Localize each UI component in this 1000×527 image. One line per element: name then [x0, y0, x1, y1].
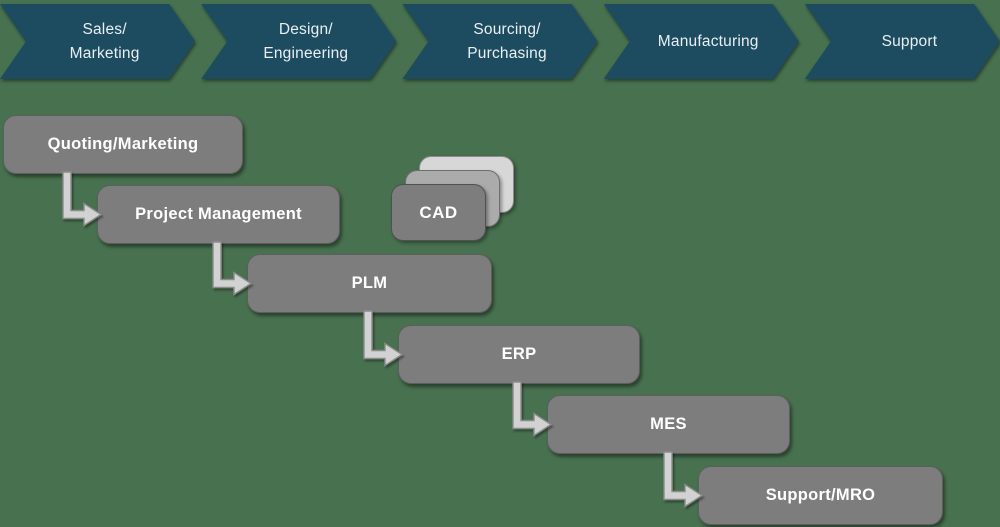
cad-card-front: CAD	[391, 184, 486, 241]
node-mes: MES	[547, 395, 790, 454]
node-label: MES	[650, 415, 687, 433]
node-project-management: Project Management	[97, 185, 340, 244]
stage-label-line: Sales/	[82, 21, 127, 39]
node-label: PLM	[351, 274, 388, 292]
stage-chevron-support: Support	[805, 4, 1000, 79]
node-label: Support/MRO	[765, 486, 876, 504]
node-erp: ERP	[398, 325, 640, 384]
connector-arrow	[212, 241, 253, 296]
node-plm: PLM	[247, 254, 492, 313]
stage-label-line: Sourcing/	[473, 21, 541, 39]
connector-arrow	[512, 381, 553, 437]
node-label: Quoting/Marketing	[47, 135, 199, 153]
node-label: ERP	[501, 345, 537, 363]
stage-label-line: Support	[881, 32, 938, 50]
stage-label-line: Marketing	[69, 44, 140, 62]
lifecycle-stage-banner: Sales/ Marketing Design/ Engineering Sou…	[0, 4, 1000, 79]
stage-label-line: Design/	[278, 21, 333, 39]
connector-arrow	[363, 310, 404, 367]
node-quoting-marketing: Quoting/Marketing	[3, 115, 243, 174]
stage-chevron-sourcing-purchasing: Sourcing/ Purchasing	[402, 4, 597, 79]
stage-chevron-manufacturing: Manufacturing	[604, 4, 799, 79]
stage-label-line: Engineering	[263, 44, 349, 62]
cad-card-label: CAD	[419, 202, 458, 222]
stage-chevron-sales-marketing: Sales/ Marketing	[0, 4, 195, 79]
node-support-mro: Support/MRO	[698, 466, 943, 525]
connector-arrow	[62, 171, 103, 227]
node-label: Project Management	[135, 205, 302, 223]
stage-label-line: Purchasing	[467, 44, 547, 62]
stage-chevron-design-engineering: Design/ Engineering	[201, 4, 396, 79]
connector-arrow	[663, 451, 704, 508]
stage-label-line: Manufacturing	[657, 32, 759, 50]
